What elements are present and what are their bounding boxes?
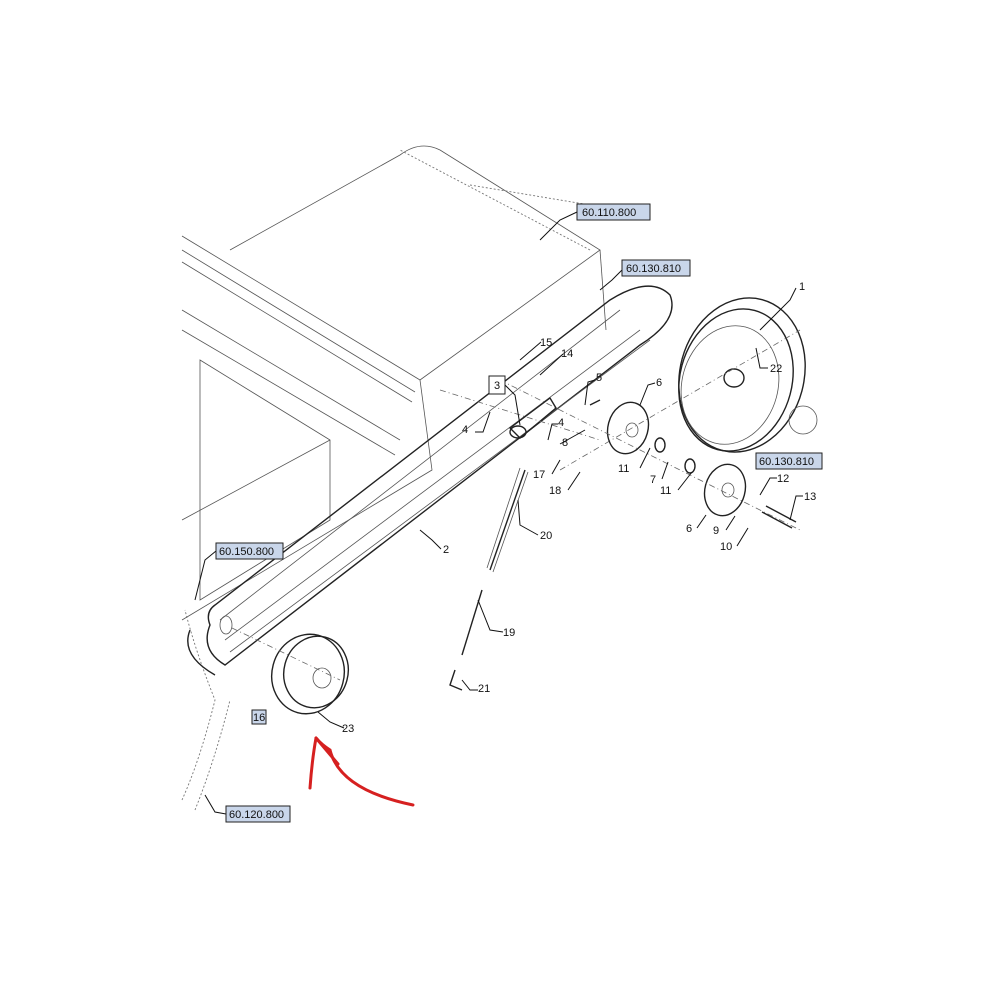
- svg-text:60.120.800: 60.120.800: [229, 809, 284, 821]
- pulley-main: [559, 297, 806, 471]
- callout-10: 10: [720, 541, 732, 553]
- svg-text:60.130.810: 60.130.810: [759, 456, 814, 468]
- svg-text:60.110.800: 60.110.800: [582, 207, 636, 219]
- leader-lines: [194, 211, 803, 815]
- reference-label-frame-top[interactable]: 60.110.800: [576, 203, 651, 221]
- callout-box-16[interactable]: 16: [251, 709, 267, 725]
- callout-13: 13: [804, 491, 816, 503]
- callout-box-3[interactable]: 3: [488, 375, 506, 395]
- callout-22: 22: [770, 363, 782, 375]
- idler-arm: [439, 389, 601, 441]
- reference-label-frame-bottom[interactable]: 60.120.800: [225, 805, 291, 823]
- callout-9: 9: [713, 525, 719, 537]
- highlight-arrow: [308, 736, 415, 807]
- callout-8: 8: [562, 437, 568, 449]
- callout-1: 1: [799, 281, 805, 293]
- pulley-lower: [219, 615, 349, 715]
- reference-label-drive-upper[interactable]: 60.130.810: [621, 259, 691, 277]
- callout-numbers: 1 22 15 14 5 6 4 4 8 11 7 11 17 18 12 13…: [342, 281, 816, 735]
- callout-4a: 4: [462, 424, 468, 436]
- svg-text:60.150.800: 60.150.800: [219, 546, 274, 558]
- callout-18: 18: [549, 485, 561, 497]
- callout-7: 7: [650, 474, 656, 486]
- callout-11b: 11: [660, 485, 671, 497]
- svg-text:16: 16: [253, 712, 265, 724]
- callout-20: 20: [540, 530, 552, 542]
- callout-6a: 6: [656, 377, 662, 389]
- svg-text:60.130.810: 60.130.810: [626, 263, 681, 275]
- callout-15: 15: [540, 337, 552, 349]
- callout-17: 17: [533, 469, 545, 481]
- callout-14: 14: [561, 348, 573, 360]
- callout-11a: 11: [618, 463, 629, 475]
- tension-spring: [449, 467, 529, 691]
- callout-6b: 6: [686, 523, 692, 535]
- callout-21: 21: [478, 683, 490, 695]
- callout-4b: 4: [558, 417, 564, 429]
- callout-19: 19: [503, 627, 515, 639]
- reference-label-frame-left[interactable]: 60.150.800: [215, 542, 284, 560]
- reference-label-drive-lower[interactable]: 60.130.810: [755, 452, 823, 470]
- callout-23: 23: [342, 723, 354, 735]
- callout-5: 5: [596, 372, 602, 384]
- idler-pulleys: [499, 379, 818, 531]
- callout-2: 2: [443, 544, 449, 556]
- drive-belt: [187, 285, 673, 676]
- callout-12: 12: [777, 473, 789, 485]
- svg-text:3: 3: [494, 380, 500, 392]
- machine-frame: [181, 145, 607, 811]
